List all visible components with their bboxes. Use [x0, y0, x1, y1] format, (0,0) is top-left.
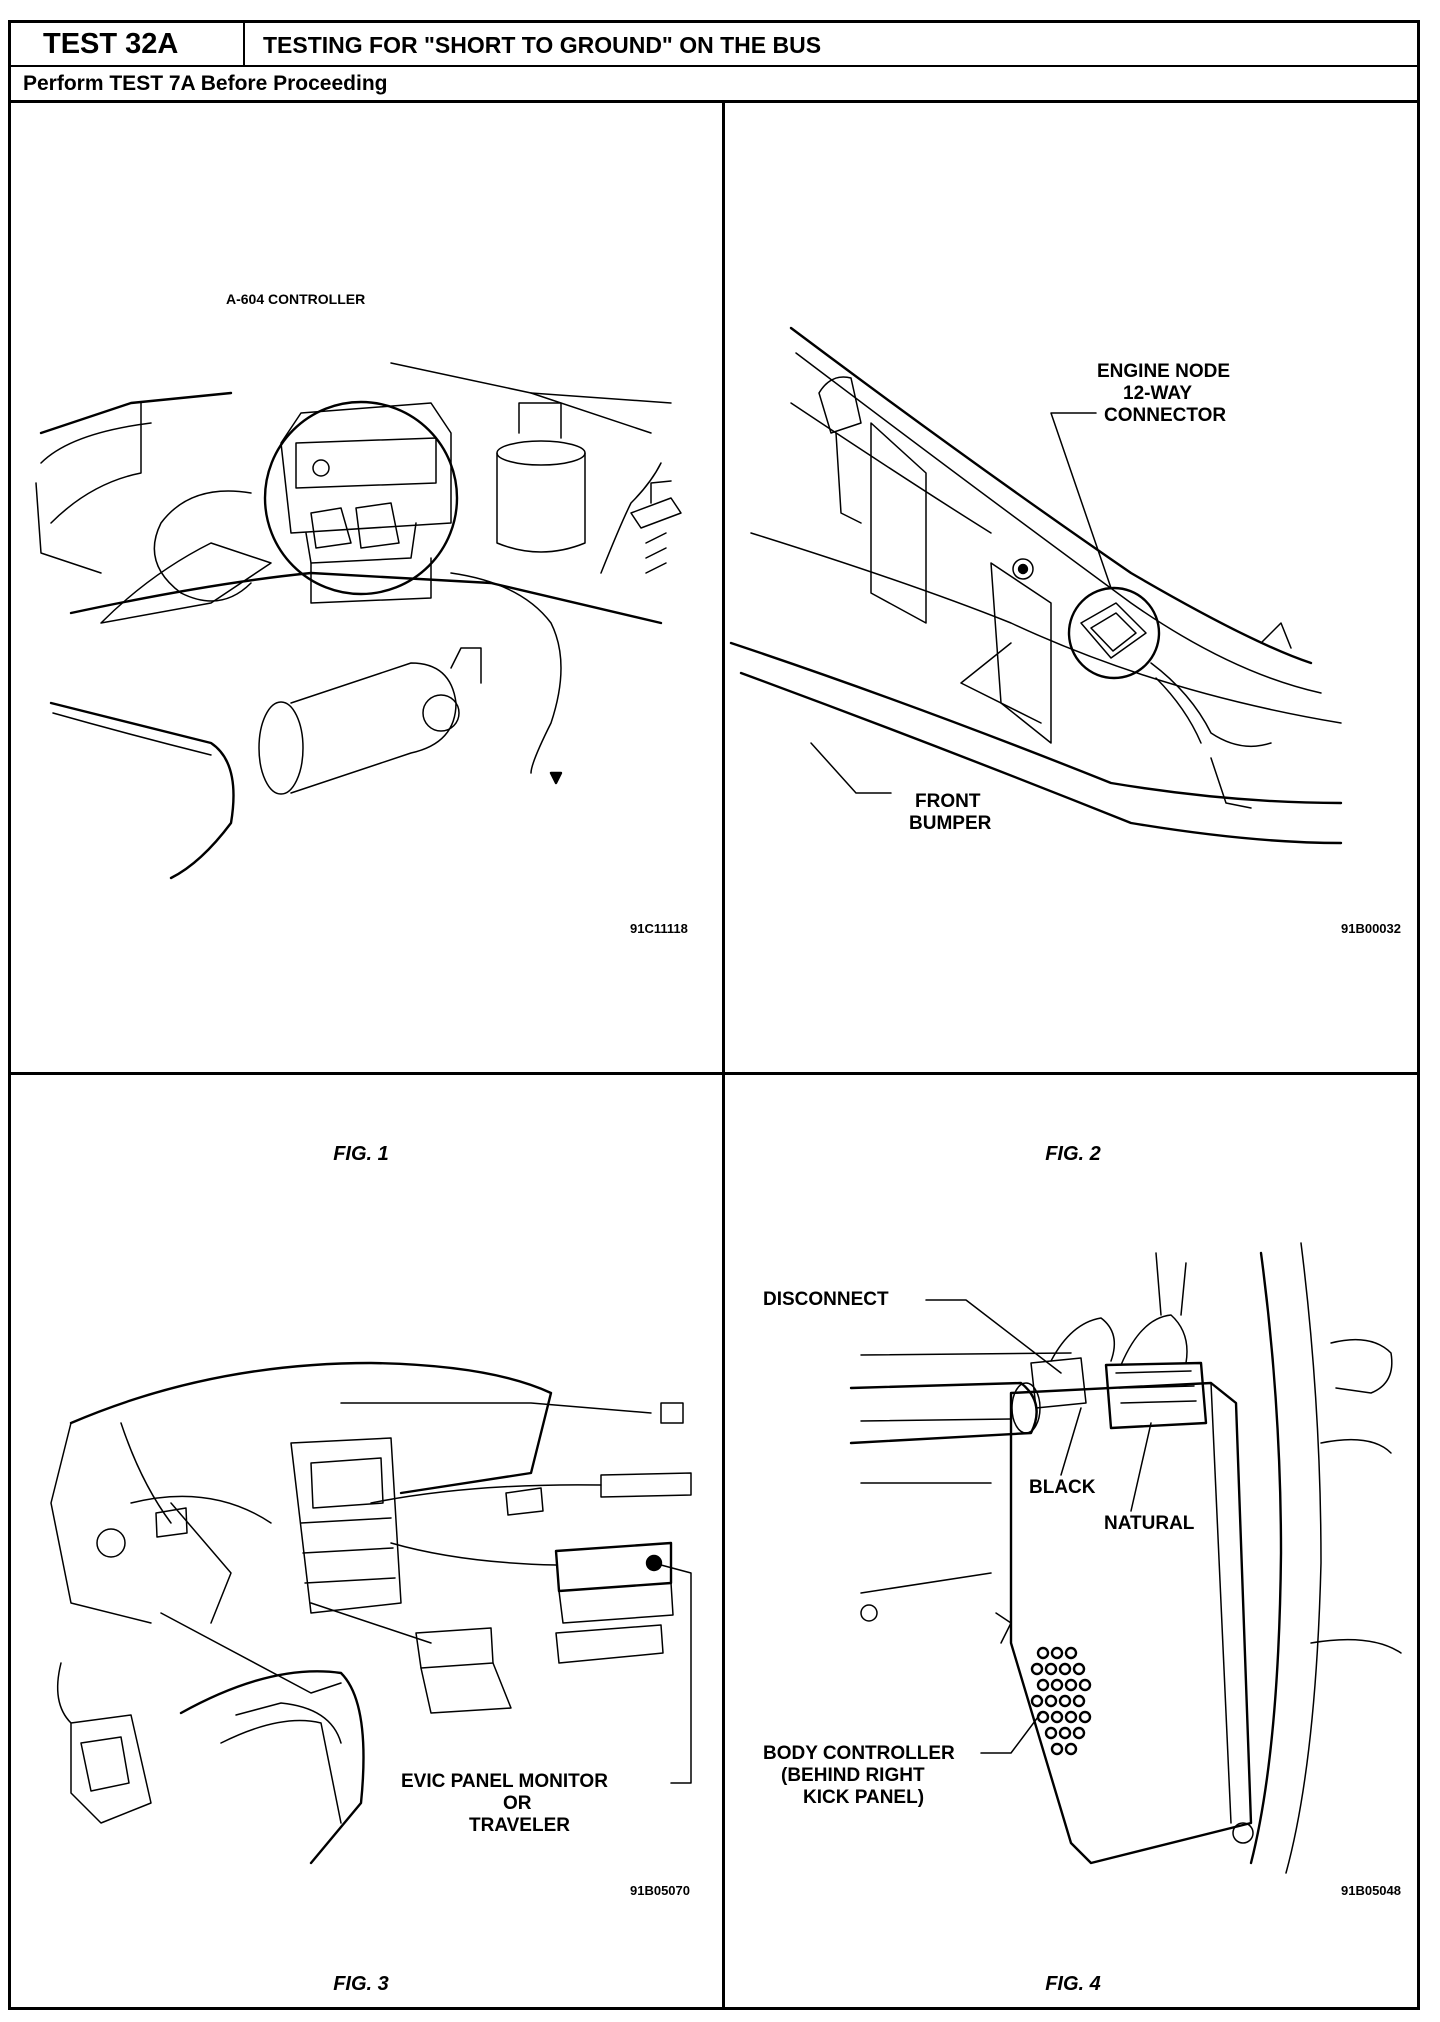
prerequisite-note: Perform TEST 7A Before Proceeding: [11, 67, 1417, 103]
fig2-label-front: FRONT: [915, 791, 981, 812]
grid-divider-vertical: [722, 103, 725, 2007]
fig2-label-engine-node: ENGINE NODE: [1097, 361, 1231, 382]
fig3-label-or: OR: [503, 1793, 532, 1814]
fig3-code: 91B05070: [630, 1883, 690, 1898]
fig3-label-evic: EVIC PANEL MONITOR: [401, 1771, 608, 1792]
fig1-label-controller: A-604 CONTROLLER: [226, 291, 366, 307]
fig3-label-traveler: TRAVELER: [469, 1815, 570, 1836]
fig1-illustration: [35, 362, 682, 880]
fig2-label-12-way: 12-WAY: [1123, 383, 1192, 404]
fig4-caption: FIG. 4: [1045, 1973, 1101, 1995]
fig2-code: 91B00032: [1341, 921, 1401, 936]
test-title: TESTING FOR "SHORT TO GROUND" ON THE BUS: [263, 32, 822, 58]
fig4-illustration: [849, 1242, 1402, 1874]
fig4-label-natural: NATURAL: [1104, 1513, 1195, 1534]
fig1-caption: FIG. 1: [333, 1143, 389, 1165]
test-sheet: TEST 32A TESTING FOR "SHORT TO GROUND" O…: [8, 20, 1420, 2010]
header-bar: TEST 32A TESTING FOR "SHORT TO GROUND" O…: [11, 23, 1417, 67]
fig4-label-body-controller: BODY CONTROLLER: [763, 1743, 955, 1764]
fig1-code: 91C11118: [630, 921, 688, 936]
fig4-label-disconnect: DISCONNECT: [763, 1289, 889, 1310]
fig2-label-connector: CONNECTOR: [1104, 405, 1227, 426]
fig3-illustration: [50, 1361, 692, 1865]
fig2-label-bumper: BUMPER: [909, 813, 992, 834]
fig2-caption: FIG. 2: [1045, 1143, 1101, 1165]
figure-grid: A-604 CONTROLLER: [11, 103, 1417, 2007]
fig4-code: 91B05048: [1341, 1883, 1401, 1898]
test-id: TEST 32A: [11, 23, 245, 65]
fig4-label-kick-panel: KICK PANEL): [803, 1787, 925, 1808]
grid-divider-horizontal: [11, 1072, 1417, 1075]
fig3-caption: FIG. 3: [333, 1973, 389, 1995]
fig4-label-black: BLACK: [1029, 1477, 1096, 1498]
fig2-illustration: [729, 326, 1343, 845]
fig4-label-behind-right: (BEHIND RIGHT: [781, 1765, 925, 1786]
